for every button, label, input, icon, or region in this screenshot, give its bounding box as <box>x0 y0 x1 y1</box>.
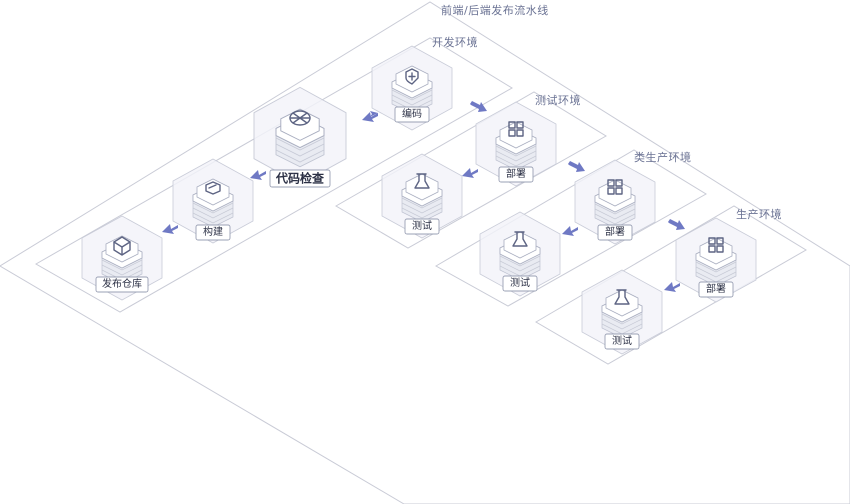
node-build-label: 构建 <box>203 225 223 238</box>
grid-blocks-icon <box>708 237 724 253</box>
grid-blocks-icon <box>607 179 623 195</box>
arrow-test-deploy-to-test <box>462 168 478 178</box>
node-prod-test-label: 测试 <box>612 334 632 347</box>
cube-icon <box>113 236 131 256</box>
arrow-prod-deploy-to-test <box>664 282 680 292</box>
arrow-dev-to-test <box>470 101 487 112</box>
node-code-check-label: 代码检查 <box>275 171 325 186</box>
node-build: 构建 <box>172 158 254 244</box>
flask-icon <box>512 231 528 247</box>
arrow-preprod-to-prod <box>668 219 685 230</box>
prod-zone-label: 生产环境 <box>736 207 782 221</box>
node-test-deploy: 部署 <box>475 101 557 187</box>
shield-plus-icon <box>405 68 419 85</box>
node-code-label: 编码 <box>402 107 422 120</box>
node-preprod-test-label: 测试 <box>510 276 530 289</box>
grid-blocks-icon <box>508 121 524 137</box>
pipeline-title: 前端/后端发布流水线 <box>441 3 549 17</box>
node-prod-deploy-label: 部署 <box>706 282 726 295</box>
node-preprod-deploy-label: 部署 <box>605 225 625 238</box>
node-code: 编码 <box>371 45 453 131</box>
arrow-test-to-preprod <box>568 161 585 172</box>
node-release-repo-label: 发布仓库 <box>102 277 142 290</box>
flask-icon <box>414 173 430 189</box>
arrow-check-to-build <box>250 170 266 180</box>
node-test-test: 测试 <box>381 153 463 239</box>
arrow-preprod-deploy-to-test <box>562 226 578 236</box>
dev-zone-label: 开发环境 <box>432 35 478 49</box>
test-zone <box>335 91 607 249</box>
node-code-check: 代码检查 <box>253 86 347 188</box>
node-preprod-deploy: 部署 <box>574 159 656 245</box>
node-release-repo: 发布仓库 <box>81 215 163 301</box>
node-prod-test: 测试 <box>581 269 663 355</box>
arrow-build-to-repo <box>162 224 178 234</box>
globe-compass-icon <box>289 110 311 126</box>
package-icon <box>205 181 221 195</box>
prod-zone <box>535 205 807 365</box>
test-zone-label: 测试环境 <box>535 93 581 107</box>
node-preprod-test: 测试 <box>479 211 561 297</box>
node-prod-deploy: 部署 <box>675 217 757 303</box>
node-test-test-label: 测试 <box>412 219 432 232</box>
arrow-code-to-check <box>362 111 378 122</box>
flask-icon <box>614 289 630 305</box>
preprod-zone <box>434 149 707 307</box>
node-test-deploy-label: 部署 <box>506 167 526 180</box>
preprod-zone-label: 类生产环境 <box>634 150 692 164</box>
